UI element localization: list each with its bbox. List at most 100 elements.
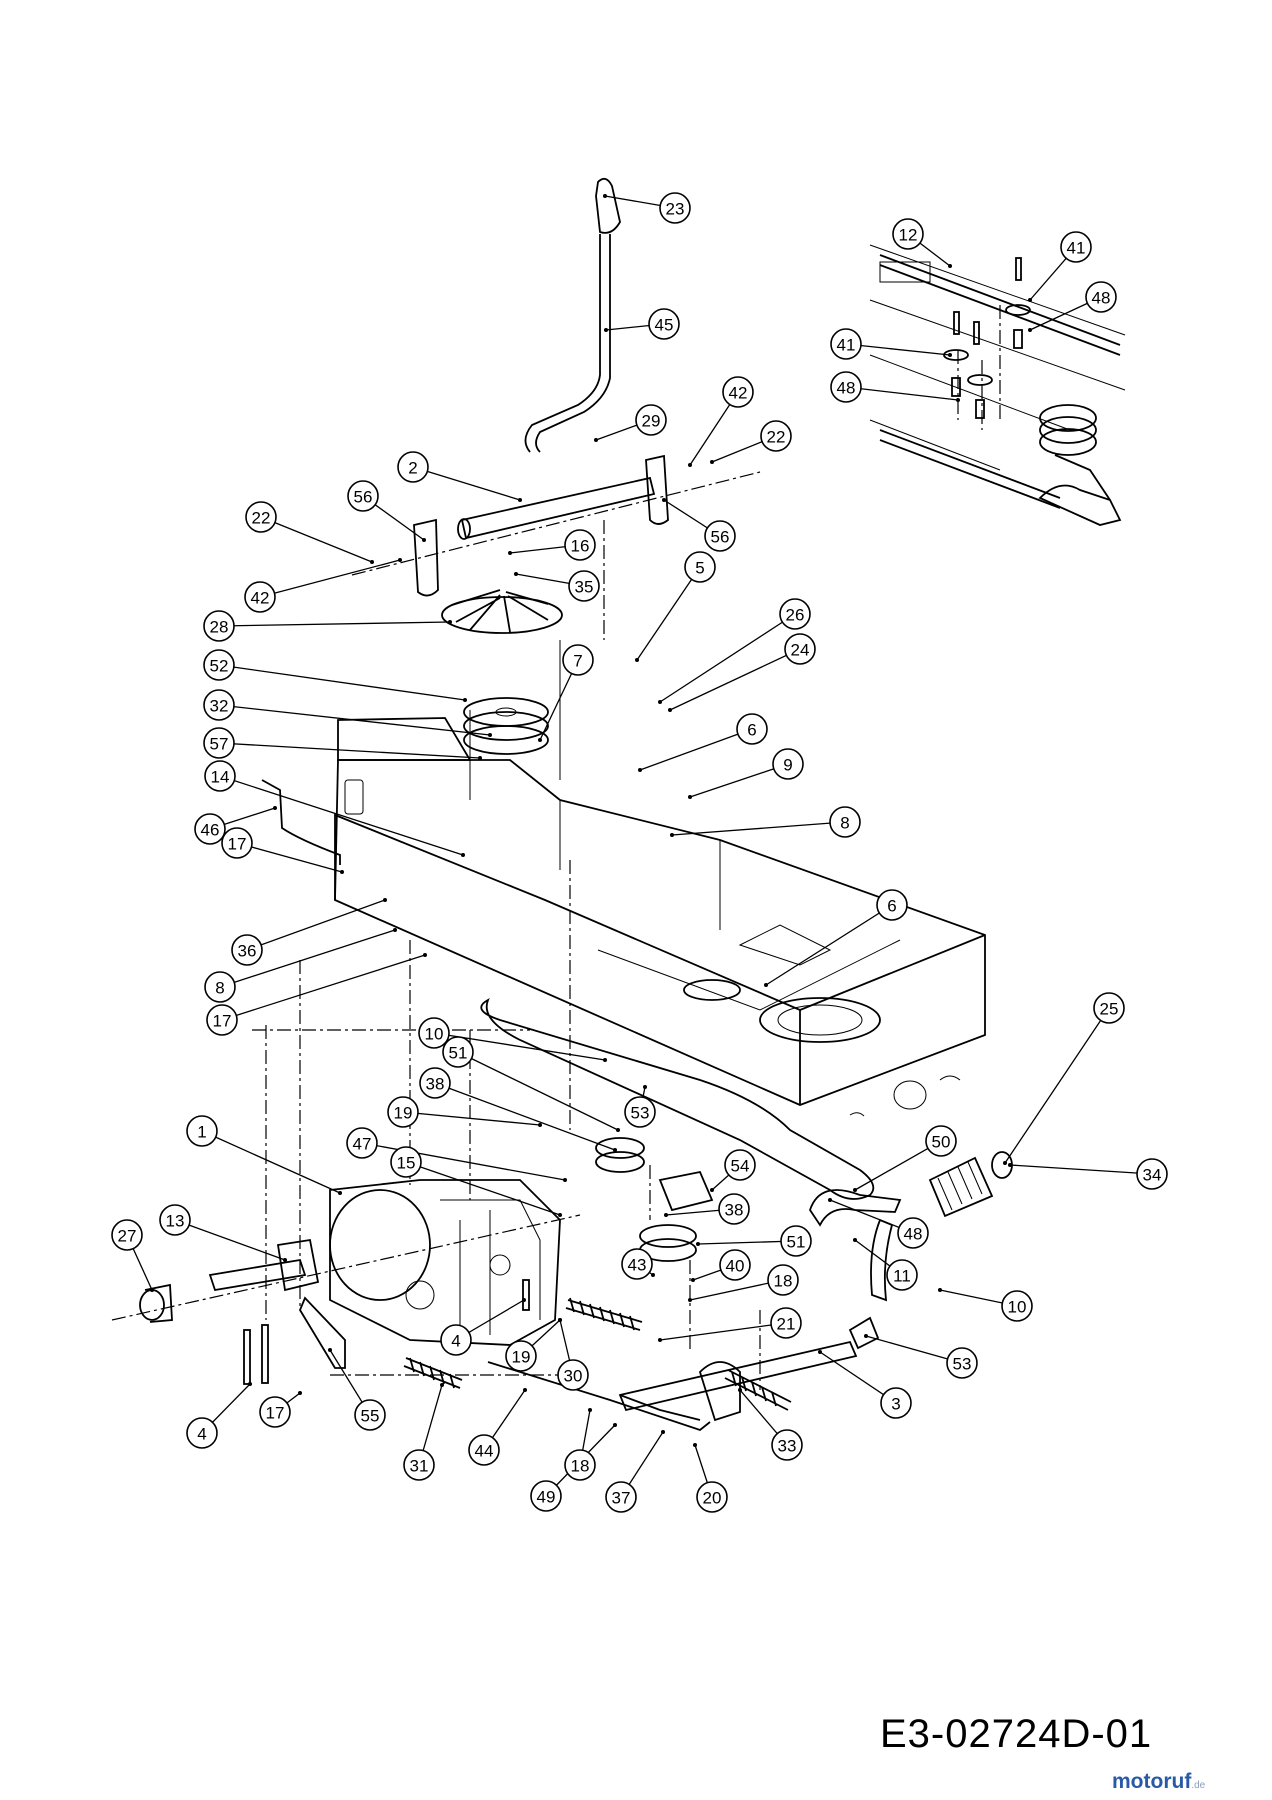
leader-arrow-11 — [853, 1238, 857, 1242]
engine-plate — [337, 640, 561, 815]
callout-54: 54 — [724, 1149, 756, 1181]
leader-arrow-8 — [670, 833, 674, 837]
callout-16: 16 — [564, 529, 596, 561]
callout-number: 18 — [774, 1272, 793, 1291]
callout-19: 19 — [505, 1340, 537, 1372]
callout-number: 17 — [266, 1404, 285, 1423]
leader-arrow-53 — [643, 1085, 647, 1089]
callout-number: 32 — [210, 697, 229, 716]
leader-arrow-10 — [938, 1288, 942, 1292]
leader-arrow-20 — [693, 1443, 697, 1447]
leader-arrow-24 — [668, 708, 672, 712]
callout-circle — [440, 1324, 472, 1356]
callout-48: 48 — [1085, 281, 1117, 313]
leader-line-57 — [218, 742, 481, 759]
callout-circle — [203, 689, 235, 721]
leader-arrow-52 — [463, 698, 467, 702]
callout-53: 53 — [624, 1096, 656, 1128]
axle-left — [208, 1238, 320, 1292]
leader-arrow-56 — [662, 498, 666, 502]
callout-circle — [203, 727, 235, 759]
callout-number: 38 — [725, 1201, 744, 1220]
transaxle-bracket — [298, 1296, 346, 1369]
callout-number: 46 — [201, 821, 220, 840]
callout-circle — [771, 1429, 803, 1461]
callout-number: 3 — [891, 1395, 900, 1414]
callout-40: 40 — [719, 1249, 751, 1281]
leader-line-6 — [765, 904, 893, 986]
callout-57: 57 — [203, 727, 235, 759]
callout-14: 14 — [204, 760, 236, 792]
callout-number: 17 — [228, 835, 247, 854]
leader-arrow-42 — [398, 558, 402, 562]
callout-circle — [830, 371, 862, 403]
callout-number: 44 — [475, 1442, 494, 1461]
callout-number: 48 — [837, 379, 856, 398]
callout-circle — [564, 529, 596, 561]
callout-circle — [704, 520, 736, 552]
leader-arrow-48 — [1028, 328, 1032, 332]
callout-circle — [387, 1096, 419, 1128]
callout-circle — [784, 633, 816, 665]
leader-arrow-6 — [638, 768, 642, 772]
callout-number: 10 — [425, 1025, 444, 1044]
callout-circle — [557, 1359, 589, 1391]
leader-arrow-45 — [604, 328, 608, 332]
drawing-code: E3-02724D-01 — [880, 1712, 1153, 1756]
callout-circle — [772, 748, 804, 780]
leader-arrow-12 — [948, 264, 952, 268]
callout-number: 53 — [631, 1104, 650, 1123]
callout-circle — [946, 1347, 978, 1379]
callout-number: 36 — [238, 942, 257, 961]
callout-number: 19 — [394, 1104, 413, 1123]
leader-line-8 — [219, 929, 396, 988]
callout-number: 28 — [210, 618, 229, 637]
callout-number: 15 — [397, 1154, 416, 1173]
watermark-brand: motoruf — [1112, 1770, 1192, 1793]
leader-line-41 — [845, 343, 951, 356]
callout-number: 43 — [628, 1256, 647, 1275]
leader-arrow-57 — [478, 756, 482, 760]
leader-arrow-33 — [738, 1388, 742, 1392]
callout-3: 3 — [880, 1387, 912, 1419]
leader-arrow-47 — [563, 1178, 567, 1182]
callout-number: 47 — [353, 1135, 372, 1154]
callout-42: 42 — [244, 581, 276, 613]
foot-pedal — [809, 1189, 902, 1227]
callout-48: 48 — [830, 371, 862, 403]
callout-11: 11 — [886, 1259, 918, 1291]
callout-51: 51 — [780, 1225, 812, 1257]
callout-number: 22 — [252, 509, 271, 528]
callout-number: 17 — [213, 1012, 232, 1031]
callout-circle — [418, 1017, 450, 1049]
callout-circle — [760, 420, 792, 452]
leader-arrow-28 — [448, 620, 452, 624]
leader-arrow-27 — [150, 1288, 154, 1292]
callout-43: 43 — [621, 1248, 653, 1280]
leader-arrow-26 — [658, 700, 662, 704]
callout-circle — [505, 1340, 537, 1372]
callout-circle — [736, 713, 768, 745]
callout-4: 4 — [440, 1324, 472, 1356]
callout-circle — [568, 570, 600, 602]
callout-25: 25 — [1093, 992, 1125, 1024]
bracket-left — [413, 518, 439, 597]
leader-arrow-8 — [393, 928, 397, 932]
callout-circle — [770, 1307, 802, 1339]
callout-number: 7 — [573, 652, 582, 671]
callout-circle — [624, 1096, 656, 1128]
leader-arrow-55 — [328, 1348, 332, 1352]
callout-number: 38 — [426, 1075, 445, 1094]
callout-number: 56 — [354, 488, 373, 507]
callout-circle — [719, 1249, 751, 1281]
leader-arrow-38 — [613, 1148, 617, 1152]
leader-arrow-22 — [710, 460, 714, 464]
callout-circle — [204, 760, 236, 792]
callout-30: 30 — [557, 1359, 589, 1391]
callout-circle — [231, 934, 263, 966]
callout-36: 36 — [231, 934, 263, 966]
leader-line-15 — [405, 1161, 561, 1216]
callout-38: 38 — [419, 1067, 451, 1099]
callout-number: 23 — [666, 200, 685, 219]
